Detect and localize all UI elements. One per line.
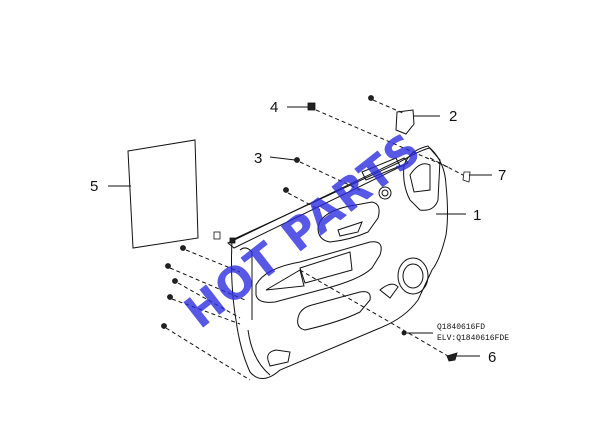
clip	[161, 323, 167, 329]
clip	[167, 294, 173, 300]
fasteners	[161, 95, 471, 362]
clip	[229, 237, 236, 244]
callout-4: 4	[270, 99, 278, 116]
part-number: Q1840616FD	[437, 323, 485, 332]
callout-3: 3	[254, 150, 262, 167]
watermark: HOT PARTS	[175, 123, 431, 338]
callout-1: 1	[473, 207, 481, 224]
leader-lines	[165, 99, 464, 381]
corner-trim	[395, 109, 415, 135]
insulation-sheet	[127, 139, 199, 249]
clip	[283, 187, 289, 193]
clip	[180, 245, 186, 251]
callout-5: 5	[90, 178, 98, 195]
clip	[368, 95, 374, 101]
callout-7: 7	[498, 167, 506, 184]
part-number-elv: ELV:Q1840616FDE	[437, 334, 509, 343]
clip-7	[462, 171, 471, 183]
clip	[213, 231, 221, 240]
clip	[294, 157, 300, 163]
callout-lines	[108, 106, 492, 357]
callout-6: 6	[488, 349, 496, 366]
clip	[165, 263, 171, 269]
callout-2: 2	[449, 108, 457, 125]
clip-6	[446, 352, 458, 362]
door-trim-panel	[227, 145, 448, 379]
clip-4	[307, 102, 316, 111]
clip	[172, 278, 178, 284]
